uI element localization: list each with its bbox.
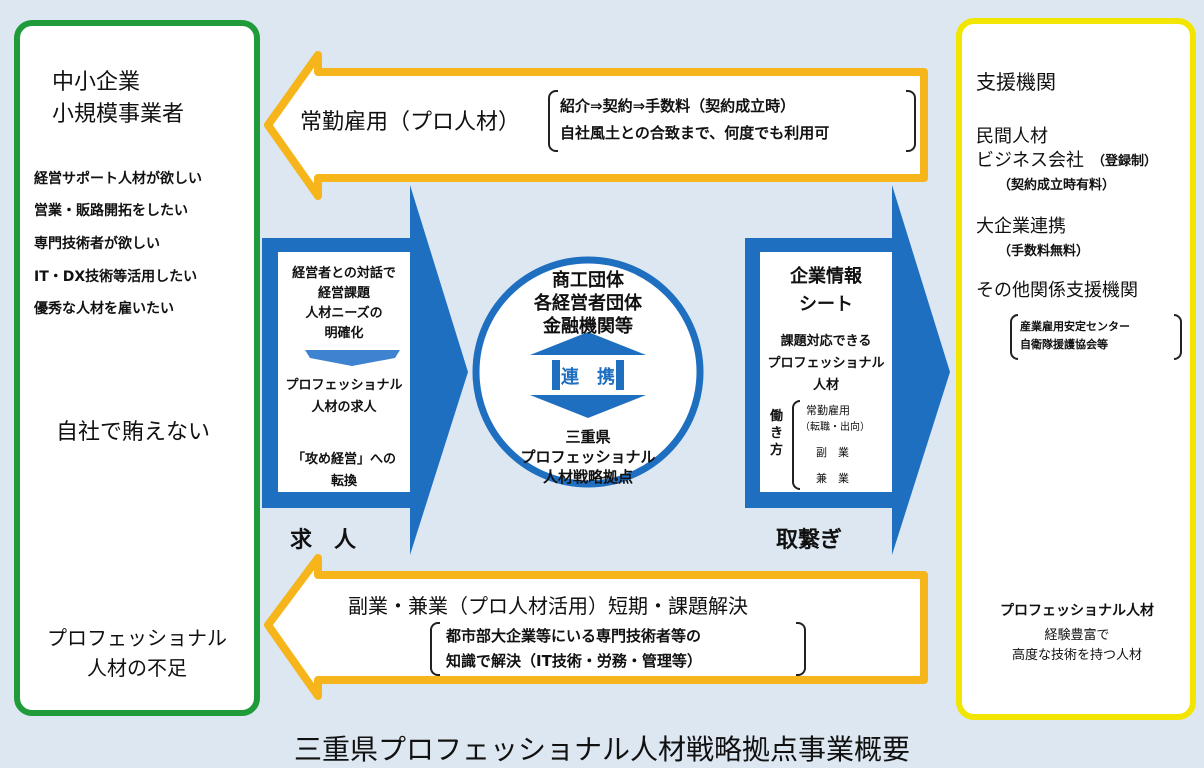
org2: 大企業連携 bbox=[976, 216, 1066, 237]
left-title-line1: 中小企業 bbox=[52, 70, 141, 95]
right-chevron-line3: 人材 bbox=[812, 378, 839, 393]
org3-note2: 自衛隊援護協会等 bbox=[1020, 338, 1108, 351]
top-arrow-label: 常勤雇用（プロ人材） bbox=[300, 110, 521, 135]
right-title: 支援機関 bbox=[976, 70, 1056, 94]
left-chevron-caption: 求 人 bbox=[290, 528, 357, 553]
need-item: 営業・販路開拓をしたい bbox=[34, 203, 188, 219]
circle-link-label: 連 携 bbox=[561, 367, 615, 388]
circle-line3: 金融機関等 bbox=[543, 316, 633, 337]
work-item-3: 兼 業 bbox=[816, 472, 849, 485]
right-chevron-line2: プロフェッショナル bbox=[767, 356, 885, 371]
left-title-line2: 小規模事業者 bbox=[52, 102, 185, 127]
org1-tag: （登録制） bbox=[1092, 154, 1158, 169]
bracket-left bbox=[1010, 314, 1018, 360]
circle-line6: 人材戦略拠点 bbox=[542, 468, 633, 486]
bottom-arrow-detail2: 知識で解決（IT技術・労務・管理等） bbox=[446, 652, 702, 670]
bracket-left bbox=[430, 622, 440, 676]
org2-note: （手数料無料） bbox=[998, 244, 1090, 259]
center-circle bbox=[472, 256, 704, 488]
org3-note1: 産業雇用安定センター bbox=[1020, 320, 1130, 333]
left-panel bbox=[14, 20, 260, 716]
work-item-1-sub: （転職・出向） bbox=[800, 422, 870, 433]
cannot-cover-text: 自社で賄えない bbox=[56, 420, 211, 445]
shortage-line2: 人材の不足 bbox=[87, 656, 187, 680]
right-chevron-title2: シート bbox=[799, 294, 853, 315]
top-arrow bbox=[264, 51, 928, 200]
circle-line4: 三重県 bbox=[565, 428, 611, 446]
bottom-arrow bbox=[264, 554, 928, 700]
right-chevron-caption: 取繋ぎ bbox=[776, 528, 843, 553]
need-item: 経営サポート人材が欲しい bbox=[34, 171, 202, 187]
right-chevron-line1: 課題対応できる bbox=[780, 334, 872, 349]
bracket-right bbox=[1174, 314, 1182, 360]
need-item: IT・DX技術等活用したい bbox=[34, 269, 198, 285]
bracket-left bbox=[792, 400, 800, 490]
circle-line1: 商工団体 bbox=[552, 270, 624, 291]
bottom-arrow-detail1: 都市部大企業等にいる専門技術者等の bbox=[446, 627, 702, 645]
circle-line5: プロフェッショナル bbox=[520, 448, 656, 466]
work-item-1: 常勤雇用 bbox=[806, 404, 850, 417]
need-item: 優秀な人材を雇いたい bbox=[34, 301, 174, 317]
work-style-label: 働き方 bbox=[770, 409, 784, 458]
circle-line2: 各経営者団体 bbox=[534, 293, 642, 314]
left-chevron-line4: 明確化 bbox=[324, 326, 364, 341]
bracket-right bbox=[796, 622, 806, 676]
bottom-arrow-label: 副業・兼業（プロ人材活用）短期・課題解決 bbox=[348, 594, 748, 618]
org1-line2: ビジネス会社 bbox=[976, 150, 1084, 171]
footer-title: 三重県プロフェッショナル人材戦略拠点事業概要 bbox=[293, 733, 910, 766]
pro-line1: 経験豊富で bbox=[1044, 628, 1110, 643]
left-chevron-line5: プロフェッショナル bbox=[285, 378, 403, 393]
org3: その他関係支援機関 bbox=[976, 280, 1138, 301]
need-item: 専門技術者が欲しい bbox=[34, 236, 160, 252]
right-chevron-title1: 企業情報 bbox=[790, 266, 862, 287]
right-panel bbox=[956, 18, 1196, 720]
left-chevron-line8: 転換 bbox=[330, 474, 357, 489]
left-chevron-line2: 経営課題 bbox=[317, 286, 370, 301]
pro-title: プロフェッショナル人材 bbox=[1000, 603, 1154, 619]
org1-note: （契約成立時有料） bbox=[998, 178, 1116, 193]
bracket-left bbox=[548, 90, 558, 152]
left-chevron-line7: 「攻め経営」への bbox=[291, 452, 396, 467]
left-chevron-line3: 人材ニーズの bbox=[305, 306, 383, 321]
pro-line2: 高度な技術を持つ人材 bbox=[1011, 648, 1142, 663]
work-item-2: 副 業 bbox=[816, 446, 849, 459]
top-arrow-detail2: 自社風土との合致まで、何度でも利用可 bbox=[560, 124, 830, 142]
left-chevron-line1: 経営者との対話で bbox=[292, 266, 396, 281]
left-chevron-line6: 人材の求人 bbox=[311, 400, 377, 415]
shortage-line1: プロフェッショナル bbox=[47, 626, 227, 650]
org1-line1: 民間人材 bbox=[976, 126, 1048, 147]
bracket-right bbox=[906, 90, 916, 152]
top-arrow-detail1: 紹介⇒契約⇒手数料（契約成立時） bbox=[560, 97, 796, 115]
